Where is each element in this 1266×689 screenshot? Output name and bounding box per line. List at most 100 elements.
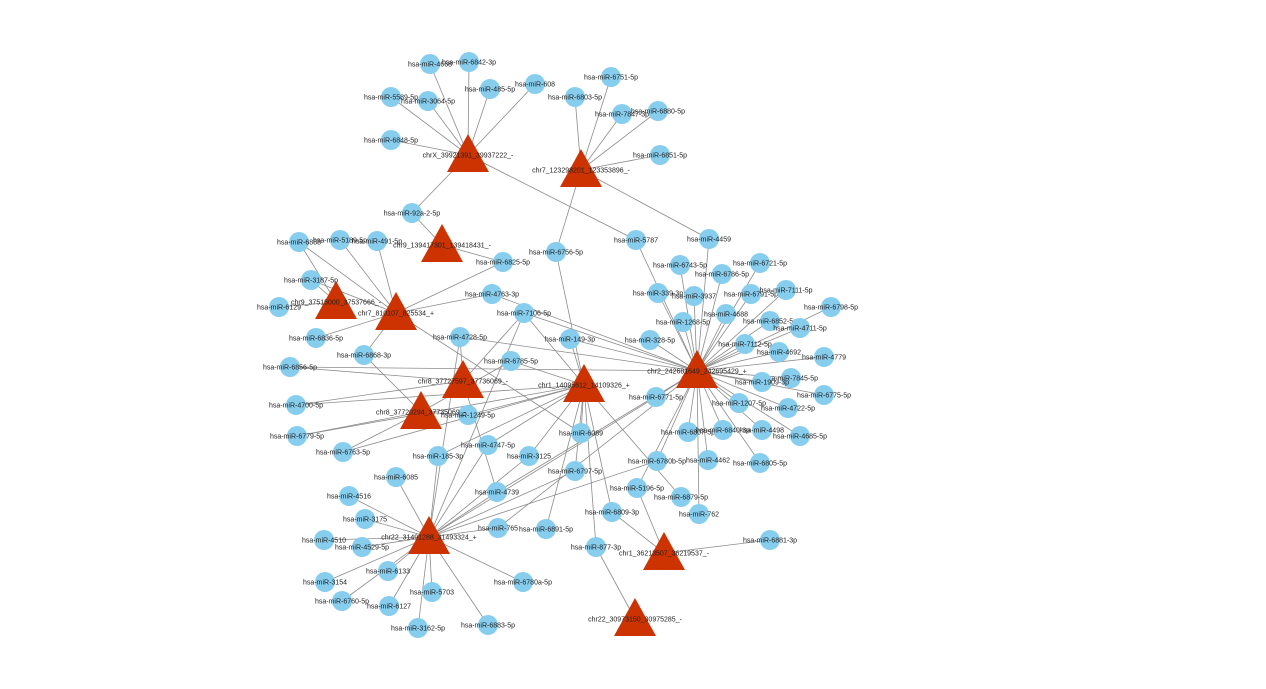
mirna-node-circle[interactable] xyxy=(280,357,300,377)
mirna-node[interactable]: hsa-miR-6891-5p xyxy=(519,519,573,539)
mirna-node[interactable]: hsa-miR-4685-5p xyxy=(773,426,827,446)
mirna-node[interactable]: hsa-miR-6848-5p xyxy=(364,130,418,150)
mirna-node[interactable]: hsa-miR-7106-5p xyxy=(497,303,551,323)
mirna-node[interactable]: hsa-miR-6842-3p xyxy=(442,52,496,72)
mirna-node-circle[interactable] xyxy=(752,420,772,440)
circrna-node[interactable]: chr22_30973150_30975285_- xyxy=(588,598,683,636)
mirna-node-circle[interactable] xyxy=(536,519,556,539)
mirna-node[interactable]: hsa-miR-491-5p xyxy=(352,231,402,251)
mirna-node[interactable]: hsa-miR-6881-3p xyxy=(743,530,797,550)
circrna-node-triangle[interactable] xyxy=(408,516,450,554)
mirna-node-circle[interactable] xyxy=(420,54,440,74)
mirna-node[interactable]: hsa-miR-4516 xyxy=(327,486,371,506)
mirna-node[interactable]: hsa-miR-6085 xyxy=(374,467,418,487)
mirna-node[interactable]: hsa-miR-3175 xyxy=(343,509,387,529)
mirna-node[interactable]: hsa-miR-6129 xyxy=(257,297,301,317)
mirna-node-circle[interactable] xyxy=(781,368,801,388)
mirna-node-circle[interactable] xyxy=(459,52,479,72)
circrna-node[interactable]: chr22_31491288_31493324_+ xyxy=(381,516,477,554)
mirna-node[interactable]: hsa-miR-6851-5p xyxy=(633,145,687,165)
mirna-node-circle[interactable] xyxy=(458,405,478,425)
mirna-node[interactable]: hsa-miR-3064-5p xyxy=(401,91,455,111)
mirna-node[interactable]: hsa-miR-6721-5p xyxy=(733,253,787,273)
mirna-node-circle[interactable] xyxy=(487,482,507,502)
mirna-node-circle[interactable] xyxy=(601,67,621,87)
mirna-node-circle[interactable] xyxy=(648,101,668,121)
mirna-node-circle[interactable] xyxy=(501,351,521,371)
mirna-node-circle[interactable] xyxy=(330,230,350,250)
mirna-node[interactable]: hsa-miR-1249-5p xyxy=(441,405,495,425)
mirna-node[interactable]: hsa-miR-6807-5p xyxy=(661,422,715,442)
mirna-node-circle[interactable] xyxy=(482,284,502,304)
mirna-node[interactable]: hsa-miR-6751-5p xyxy=(584,67,638,87)
mirna-node-circle[interactable] xyxy=(514,303,534,323)
mirna-node[interactable]: hsa-miR-328-5p xyxy=(625,330,675,350)
circrna-node-triangle[interactable] xyxy=(315,281,357,319)
circrna-node[interactable]: chr8_37720294_37735069_- xyxy=(376,391,467,429)
mirna-node-circle[interactable] xyxy=(790,426,810,446)
mirna-node[interactable]: hsa-miR-6763-5p xyxy=(316,442,370,462)
mirna-node[interactable]: hsa-miR-3937 xyxy=(672,286,716,306)
mirna-node-circle[interactable] xyxy=(673,312,693,332)
mirna-node[interactable]: hsa-miR-4692 xyxy=(757,342,801,362)
mirna-node[interactable]: hsa-miR-6771-5p xyxy=(629,387,683,407)
mirna-node-circle[interactable] xyxy=(488,518,508,538)
mirna-node[interactable]: hsa-miR-5787 xyxy=(614,230,658,250)
mirna-node-circle[interactable] xyxy=(741,284,761,304)
mirna-node-circle[interactable] xyxy=(381,87,401,107)
mirna-node[interactable]: hsa-miR-4763-3p xyxy=(465,284,519,304)
mirna-node-circle[interactable] xyxy=(301,270,321,290)
mirna-node-circle[interactable] xyxy=(422,582,442,602)
mirna-node-circle[interactable] xyxy=(729,393,749,413)
mirna-node[interactable]: hsa-miR-4711-5p xyxy=(773,318,827,338)
mirna-node-circle[interactable] xyxy=(478,435,498,455)
circrna-node-triangle[interactable] xyxy=(643,532,685,570)
mirna-node-circle[interactable] xyxy=(565,87,585,107)
circrna-node[interactable]: chr8_37727597_37736069_- xyxy=(418,360,509,398)
mirna-node[interactable]: hsa-miR-4688 xyxy=(704,304,748,324)
mirna-node[interactable]: hsa-miR-4739 xyxy=(475,482,519,502)
mirna-node[interactable]: hsa-miR-6791-5p xyxy=(724,284,778,304)
mirna-node-circle[interactable] xyxy=(315,572,335,592)
mirna-node-circle[interactable] xyxy=(381,130,401,150)
mirna-node[interactable]: hsa-miR-5196-5p xyxy=(610,478,664,498)
circrna-node-triangle[interactable] xyxy=(560,149,602,187)
mirna-node[interactable]: hsa-miR-7845-5p xyxy=(764,368,818,388)
mirna-node[interactable]: hsa-miR-4722-5p xyxy=(761,398,815,418)
mirna-node-circle[interactable] xyxy=(402,203,422,223)
mirna-node-circle[interactable] xyxy=(269,297,289,317)
mirna-node-circle[interactable] xyxy=(821,297,841,317)
mirna-node-circle[interactable] xyxy=(493,252,513,272)
mirna-node-circle[interactable] xyxy=(367,231,387,251)
mirna-node[interactable]: hsa-miR-7847-3p xyxy=(595,104,649,124)
mirna-node[interactable]: hsa-miR-6743-5p xyxy=(653,255,707,275)
mirna-node-circle[interactable] xyxy=(750,453,770,473)
mirna-node-circle[interactable] xyxy=(640,330,660,350)
mirna-node[interactable]: hsa-miR-4700-5p xyxy=(269,395,323,415)
mirna-node-circle[interactable] xyxy=(671,487,691,507)
mirna-node[interactable]: hsa-miR-6856-5p xyxy=(263,357,317,377)
mirna-node[interactable]: hsa-miR-6760-5p xyxy=(315,591,369,611)
mirna-node[interactable]: hsa-miR-3125 xyxy=(507,446,551,466)
mirna-node-circle[interactable] xyxy=(355,509,375,529)
mirna-node[interactable]: hsa-miR-765 xyxy=(478,518,518,538)
mirna-node[interactable]: hsa-miR-5189-5p xyxy=(313,230,367,250)
mirna-node-circle[interactable] xyxy=(314,530,334,550)
mirna-node-circle[interactable] xyxy=(689,504,709,524)
mirna-node-circle[interactable] xyxy=(478,615,498,635)
mirna-node[interactable]: hsa-miR-4529-5p xyxy=(335,537,389,557)
mirna-node-circle[interactable] xyxy=(386,467,406,487)
mirna-node[interactable]: hsa-miR-6803-5p xyxy=(548,87,602,107)
mirna-node[interactable]: hsa-miR-4747-5p xyxy=(461,435,515,455)
circrna-node[interactable]: chr2_242681649_242695429_+ xyxy=(647,350,747,388)
mirna-node[interactable]: hsa-miR-339-3p xyxy=(633,283,683,303)
circrna-node-triangle[interactable] xyxy=(563,364,605,402)
mirna-node[interactable]: hsa-miR-6780a-5p xyxy=(494,572,552,592)
mirna-node[interactable]: hsa-miR-6879-5p xyxy=(654,487,708,507)
circrna-node[interactable]: chr7_123298201_123353896_- xyxy=(532,149,631,187)
mirna-node-circle[interactable] xyxy=(602,502,622,522)
circrna-node-triangle[interactable] xyxy=(614,598,656,636)
mirna-node-circle[interactable] xyxy=(769,342,789,362)
mirna-node[interactable]: hsa-miR-485-5p xyxy=(465,79,515,99)
mirna-node-circle[interactable] xyxy=(306,328,326,348)
